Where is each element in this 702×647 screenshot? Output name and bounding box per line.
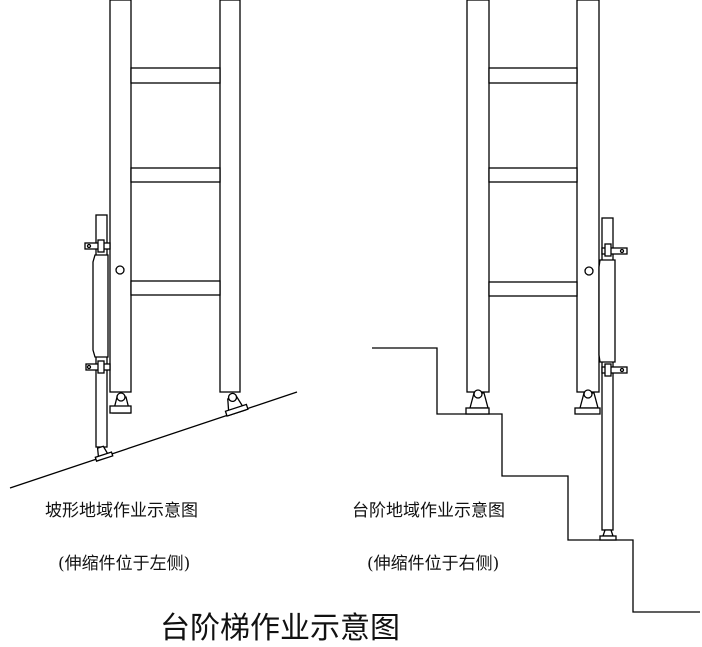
stairs-ground-line xyxy=(372,347,700,613)
ladder-foot xyxy=(109,392,132,414)
ladder-rung xyxy=(130,280,221,296)
ladder-foot xyxy=(574,389,601,415)
telescoping-leg-left xyxy=(84,214,114,462)
pivot-hole xyxy=(115,265,125,275)
telescoping-leg-right xyxy=(598,217,628,541)
ladder-rung xyxy=(130,167,221,183)
ladder-rung xyxy=(488,167,578,183)
slope-caption: 坡形地域作业示意图 xyxy=(45,501,198,521)
ladder-right-rail xyxy=(576,0,600,393)
slope-note: (伸缩件位于左侧) xyxy=(58,554,190,574)
ladder-left-rail xyxy=(466,0,490,393)
stairs-ladder xyxy=(372,0,700,613)
slope-ground-line xyxy=(9,391,298,489)
ladder-rung xyxy=(488,67,578,84)
diagram-title: 台阶梯作业示意图 xyxy=(160,611,400,646)
stairs-note: (伸缩件位于右侧) xyxy=(367,554,499,574)
pivot-hole xyxy=(584,266,594,276)
ladder-rung xyxy=(488,281,578,297)
ladder-right-rail xyxy=(219,0,241,393)
stairs-caption: 台阶地域作业示意图 xyxy=(352,501,505,521)
ladder-left-rail xyxy=(109,0,132,393)
ladder-rung xyxy=(130,67,221,84)
ladder-foot-tilted xyxy=(224,392,249,417)
slope-ladder xyxy=(9,0,298,489)
ladder-foot xyxy=(465,389,490,415)
